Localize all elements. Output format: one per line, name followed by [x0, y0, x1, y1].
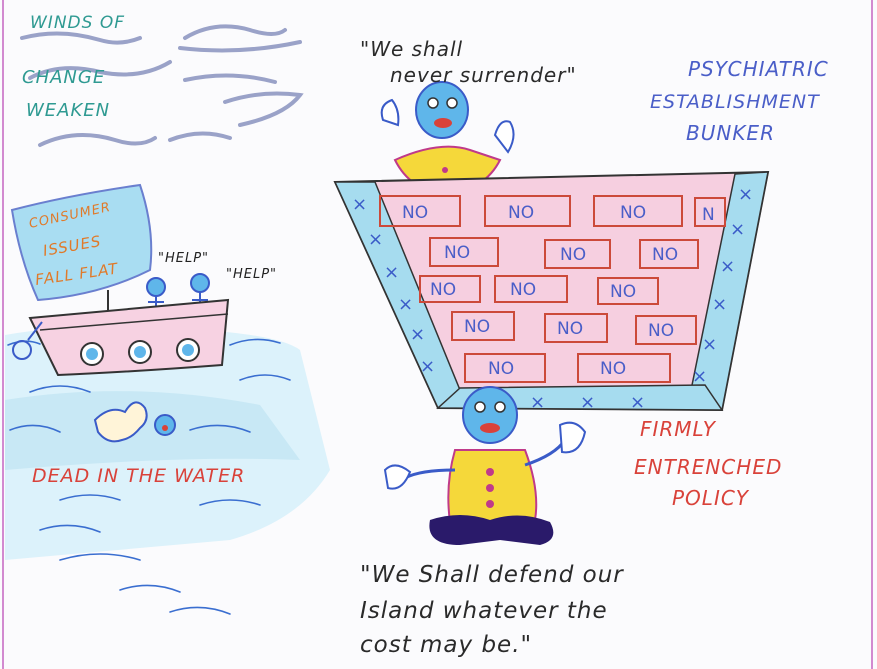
- svg-text:×: ×: [420, 356, 435, 377]
- brick: NO: [451, 311, 515, 341]
- brick: NO: [639, 239, 699, 269]
- svg-text:NO: NO: [610, 282, 636, 302]
- quote-bottom-line-3: cost may be.": [360, 632, 532, 658]
- svg-text:×: ×: [692, 366, 707, 387]
- ship-hull: [28, 298, 230, 377]
- svg-text:×: ×: [712, 294, 727, 315]
- svg-text:NO: NO: [510, 280, 536, 300]
- brick: NO: [379, 195, 461, 227]
- svg-text:N: N: [702, 205, 715, 225]
- svg-text:×: ×: [368, 229, 383, 250]
- bunker: [333, 170, 770, 412]
- top-figure-right-hand: [493, 120, 515, 154]
- top-figure-left-hand: [380, 98, 400, 127]
- deck-person-1: [146, 277, 166, 308]
- policy-line-1: FIRMLY: [640, 417, 717, 441]
- svg-text:×: ×: [410, 324, 425, 345]
- brick: NO: [597, 277, 659, 305]
- clouds: [20, 24, 304, 147]
- brick: NO: [419, 275, 481, 303]
- svg-text:×: ×: [720, 256, 735, 277]
- brick: NO: [494, 275, 568, 303]
- bottom-figure-head: [462, 386, 518, 444]
- anchor-icon: [12, 321, 43, 360]
- bottom-figure-legs: [429, 515, 554, 545]
- svg-text:×: ×: [352, 194, 367, 215]
- svg-text:NO: NO: [557, 319, 583, 339]
- quote-top-line-1: "We shall: [360, 37, 463, 61]
- svg-text:NO: NO: [508, 203, 534, 223]
- svg-text:NO: NO: [402, 203, 428, 223]
- svg-text:NO: NO: [620, 203, 646, 223]
- svg-text:×: ×: [580, 392, 595, 413]
- brick: NO: [429, 237, 499, 267]
- drowning-person: [93, 401, 176, 443]
- brick: NO: [484, 195, 571, 227]
- winds-line-2: CHANGE: [22, 67, 105, 88]
- bunker-wall-marks: ××× ××× ××× ××× ×××: [352, 184, 753, 413]
- svg-text:NO: NO: [430, 280, 456, 300]
- policy-line-3: POLICY: [672, 486, 750, 510]
- bottom-figure: [383, 386, 587, 545]
- policy-caption: FIRMLY ENTRENCHED POLICY: [634, 417, 782, 510]
- bunker-line-3: BUNKER: [686, 121, 775, 145]
- svg-text:×: ×: [630, 392, 645, 413]
- svg-text:NO: NO: [600, 359, 626, 379]
- help-label-2: "HELP": [226, 267, 277, 282]
- bottom-figure-left-hand: [383, 464, 412, 490]
- winds-caption: WINDS OF CHANGE WEAKEN: [22, 13, 125, 121]
- top-figure-head: [415, 81, 469, 139]
- bunker-line-2: ESTABLISHMENT: [650, 91, 820, 113]
- svg-text:NO: NO: [488, 359, 514, 379]
- bunker-line-1: PSYCHIATRIC: [688, 57, 829, 81]
- winds-line-1: WINDS OF: [30, 13, 125, 33]
- sail: CONSUMER ISSUES FALL FLAT: [10, 183, 153, 302]
- svg-text:NO: NO: [464, 317, 490, 337]
- svg-text:NO: NO: [652, 245, 678, 265]
- dead-in-water-caption: DEAD IN THE WATER: [32, 465, 245, 487]
- bunker-caption: PSYCHIATRIC ESTABLISHMENT BUNKER: [650, 57, 829, 145]
- svg-text:×: ×: [530, 392, 545, 413]
- quote-bottom-line-1: "We Shall defend our: [360, 562, 624, 588]
- quote-top-line-2: never surrender": [390, 63, 577, 87]
- svg-text:×: ×: [730, 219, 745, 240]
- brick: NO: [544, 313, 608, 343]
- no-bricks: NO NO NO N NO NO NO NO NO NO NO NO NO NO…: [379, 195, 726, 383]
- svg-text:×: ×: [702, 334, 717, 355]
- svg-text:×: ×: [398, 294, 413, 315]
- brick: N: [694, 197, 726, 227]
- svg-text:×: ×: [384, 262, 399, 283]
- brick: NO: [577, 353, 671, 383]
- bottom-figure-right-hand: [558, 421, 587, 454]
- brick: NO: [593, 195, 683, 227]
- quote-bottom-line-2: Island whatever the: [360, 598, 608, 624]
- brick: NO: [464, 353, 546, 383]
- help-label-1: "HELP": [158, 251, 209, 266]
- svg-text:×: ×: [738, 184, 753, 205]
- policy-line-2: ENTRENCHED: [634, 455, 782, 479]
- winds-line-3: WEAKEN: [26, 100, 110, 121]
- svg-text:NO: NO: [444, 243, 470, 263]
- svg-text:NO: NO: [648, 321, 674, 341]
- quote-bottom: "We Shall defend our Island whatever the…: [360, 562, 624, 658]
- brick: NO: [635, 315, 697, 345]
- brick: NO: [544, 239, 611, 269]
- svg-text:NO: NO: [560, 245, 586, 265]
